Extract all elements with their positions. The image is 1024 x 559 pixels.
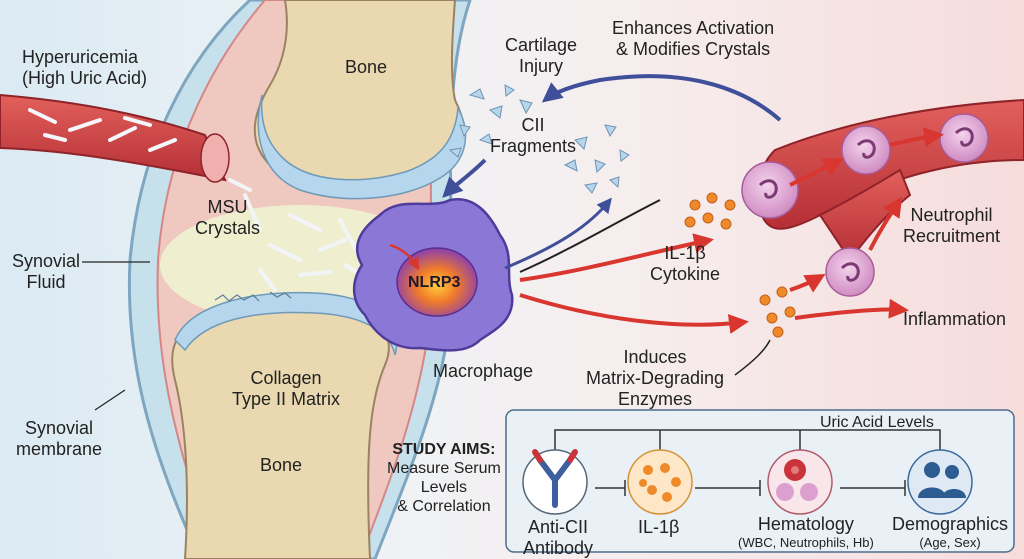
hematology-sub: (WBC, Neutrophils, Hb) [738,535,874,550]
synovial-membrane-label: Synovial membrane [16,418,102,460]
vessel-crystals [28,108,177,152]
upper-cartilage [257,94,467,200]
nlrp3-label: NLRP3 [408,274,461,291]
hyperuricemia-line2: (High Uric Acid) [22,68,148,88]
synovial-membrane-leader [94,389,126,411]
arrow-to-il1b-black [519,199,661,273]
cartilage-injury-line2: Injury [519,56,564,76]
enhances-line2: & Modifies Crystals [616,39,771,59]
uric-acid-levels-label: Uric Acid Levels [820,414,934,431]
enhances-line1: Enhances Activation [612,18,775,38]
neutrophil-recruitment-label: Neutrophil Recruitment [903,205,1000,247]
hematology-title: Hematology [757,514,854,534]
inflammation-label: Inflammation [903,309,1007,329]
arrow-to-fragments [504,197,612,270]
collagen-line1: Collagen [250,368,322,388]
cartilage-damage [214,291,292,302]
hyperuricemia-label: Hyperuricemia (High Uric Acid) [22,47,147,89]
lower-cartilage [174,291,398,356]
arrow-to-il1b [519,233,714,282]
demographics-title: Demographics [892,514,1009,534]
arrow-to-neutrophil [789,274,826,293]
anti-cii-label: Anti-CII Antibody [523,517,593,559]
study-connectors [554,429,941,496]
demographics-label: Demographics (Age, Sex) [892,514,1008,551]
arrow-neutrophil-3 [868,196,903,251]
synovial-membrane-line1: Synovial [25,418,94,438]
arrow-fragments-to-macrophage [442,158,487,198]
anti-cii-line2: Antibody [523,538,594,558]
study-aims-line1: Measure Serum [387,460,501,477]
induces-line2: Matrix-Degrading [586,368,725,388]
msu-crystals-label: MSU Crystals [195,197,260,239]
cii-fragments-label: CII Fragments [490,115,576,157]
cii-line1: CII [521,115,545,135]
demographics-sub: (Age, Sex) [919,535,981,550]
people-icon [907,449,973,515]
arrow-neutrophil-1 [789,158,844,187]
neutrophil-cells [741,113,989,297]
study-aims-line3: & Correlation [397,498,491,515]
msu-line2: Crystals [195,218,261,238]
cii-line2: Fragments [490,136,577,156]
synovial-fluid-line1: Synovial [12,251,81,271]
induces-line3: Enzymes [618,389,693,409]
arrow-to-inflammation [794,298,909,320]
anti-cii-line1: Anti-CII [528,517,589,537]
vessel-opening-left [200,133,230,183]
il1b-line2: Cytokine [650,264,721,284]
bone-top-label: Bone [345,57,388,77]
synovial-fluid-label: Synovial Fluid [12,251,80,293]
collagen-label: Collagen Type II Matrix [232,368,340,410]
cii-fragment-shards [448,84,630,194]
macrophage-label: Macrophage [433,361,534,381]
cartilage-injury-label: Cartilage Injury [505,35,577,77]
study-aims-line2: Levels [420,479,468,496]
induces-label: Induces Matrix-Degrading Enzymes [586,347,724,410]
blood-vessel-branch [818,168,912,262]
study-aims-title: STUDY AIMS: [392,441,496,458]
enhances-label: Enhances Activation & Modifies Crystals [612,18,774,60]
arrow-to-enzymes [519,293,749,334]
il1b-dots [684,192,796,338]
il1b-line1: IL-1β [664,243,706,263]
study-aims-text: STUDY AIMS: Measure Serum Levels & Corre… [387,440,501,516]
lower-bone [171,297,390,559]
cytokine-dots-icon [627,449,693,515]
blood-cells-icon [767,449,833,515]
neutrophil-line1: Neutrophil [910,205,993,225]
cartilage-injury-line1: Cartilage [505,35,578,55]
antibody-icon [522,449,588,515]
msu-line1: MSU [207,197,248,217]
synovial-fluid-line2: Fluid [26,272,66,292]
collagen-line2: Type II Matrix [232,389,341,409]
arrow-neutrophil-2 [889,127,944,148]
induces-line1: Induces [623,347,687,367]
il1b-cytokine-label: IL-1β Cytokine [650,243,720,285]
crystal-uptake-arrow [389,243,420,271]
enzymes-leader [734,339,771,376]
hyperuricemia-line1: Hyperuricemia [22,47,139,67]
bone-bottom-label: Bone [260,455,303,475]
il1b-aim-label: IL-1β [638,517,680,537]
hematology-label: Hematology (WBC, Neutrophils, Hb) [738,514,874,551]
neutrophil-line2: Recruitment [903,226,1001,246]
arrow-enhances-activation [541,74,782,122]
synovial-membrane-line2: membrane [16,439,103,459]
